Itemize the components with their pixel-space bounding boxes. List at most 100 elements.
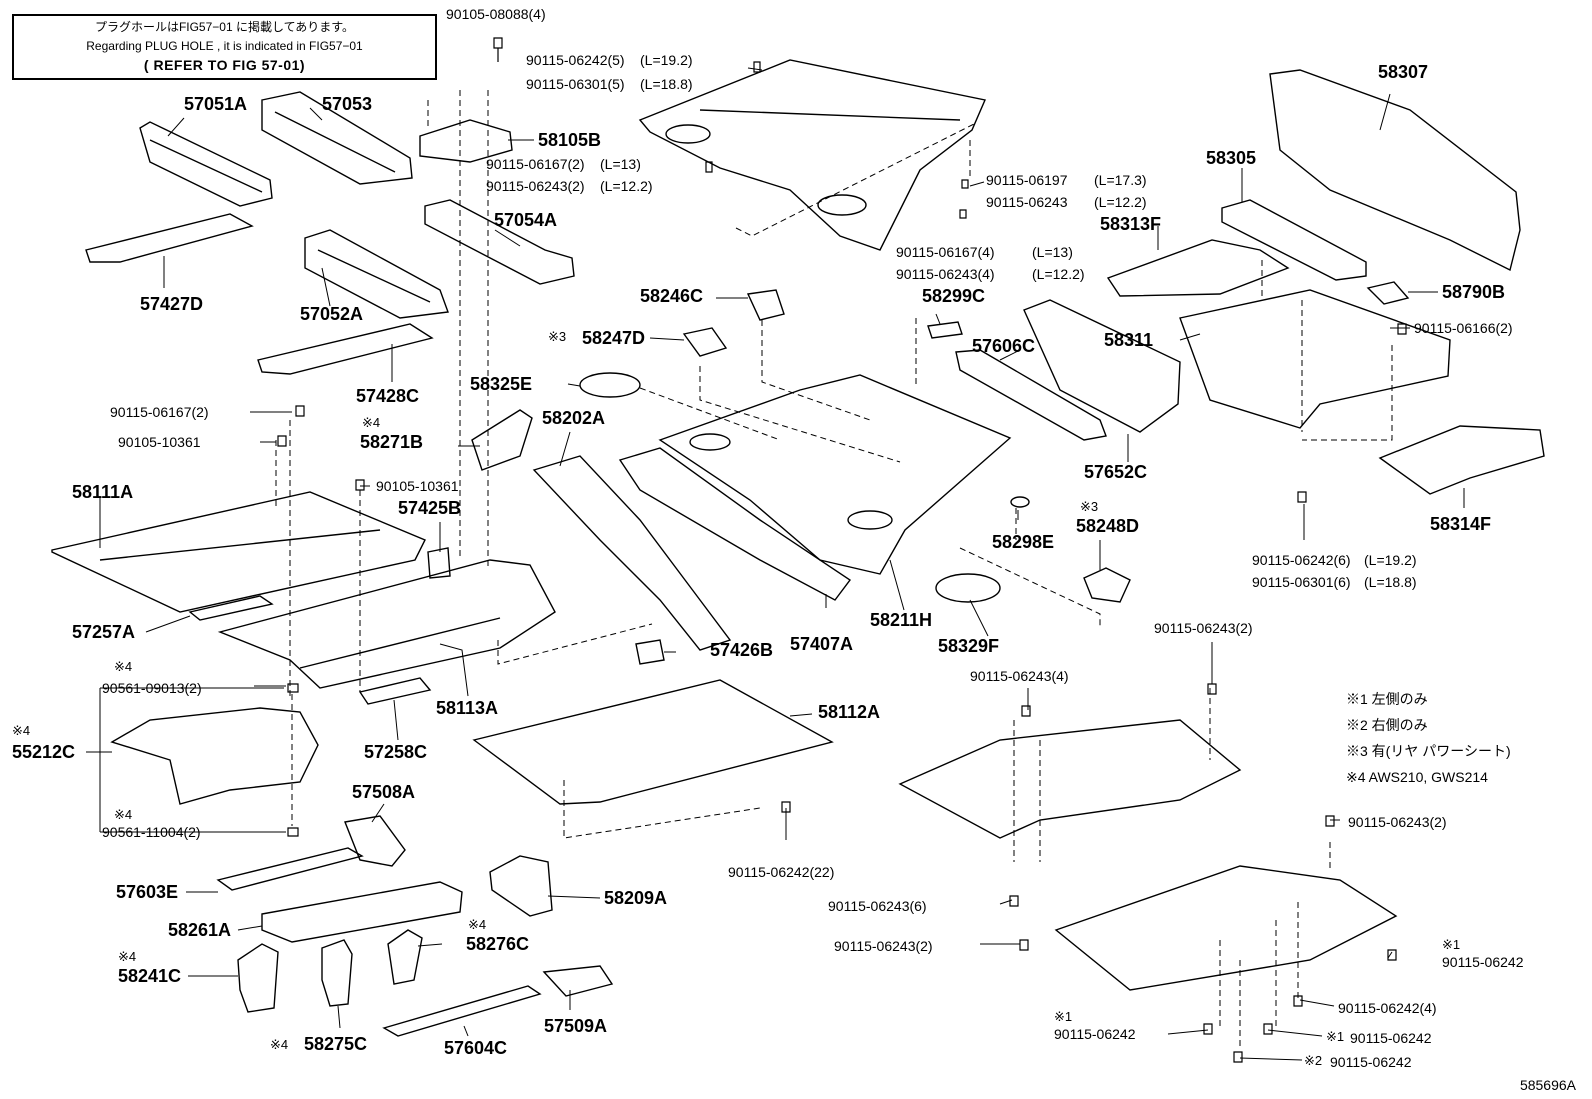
- fastener-label-f1[interactable]: 90105-08088(4): [446, 6, 546, 22]
- part-label-58299c[interactable]: 58299C: [922, 286, 986, 306]
- fastener-label-f12[interactable]: 90105-10361: [118, 434, 201, 450]
- part-label-58313f[interactable]: 58313F: [1100, 214, 1162, 234]
- fastener-label-f20[interactable]: 90115-06243(4): [970, 668, 1069, 684]
- fastener-label-f27[interactable]: 90115-06242: [1350, 1030, 1432, 1046]
- part-label-57425b[interactable]: 57425B: [398, 498, 462, 518]
- fastener-label-f22[interactable]: 90115-06243(6): [828, 898, 927, 914]
- part-58113a-shape: [217, 559, 556, 689]
- fastener-label-f14[interactable]: 90561-09013(2): [102, 680, 202, 696]
- reference-note-jp: プラグホールはFIG57−01 に掲載してあります。: [94, 20, 355, 34]
- part-label-58241c[interactable]: 58241C: [118, 966, 182, 986]
- part-57652c-shape: [1023, 299, 1181, 433]
- figure-id: 585696A: [1519, 1077, 1576, 1093]
- part-58298e-shape: [1010, 496, 1030, 508]
- part-57051a-shape: [139, 121, 273, 207]
- fastener-length-f7: (L=12.2): [1094, 194, 1147, 210]
- part-label-58329f[interactable]: 58329F: [938, 636, 1000, 656]
- part-label-58248d[interactable]: 58248D: [1076, 516, 1140, 536]
- part-label-57053[interactable]: 57053: [322, 94, 373, 114]
- part-label-58275c[interactable]: 58275C: [304, 1034, 368, 1054]
- part-label-57407a[interactable]: 57407A: [790, 634, 854, 654]
- part-57257a-shape: [188, 595, 274, 621]
- fastener-label-f21[interactable]: 90115-06243(2): [1348, 814, 1447, 830]
- part-label-57652c[interactable]: 57652C: [1084, 462, 1148, 482]
- part-label-58211h[interactable]: 58211H: [870, 610, 933, 630]
- fastener-label-f11[interactable]: 90115-06167(2): [110, 404, 209, 420]
- part-label-58209a[interactable]: 58209A: [604, 888, 668, 908]
- fastener-label-f13[interactable]: 90105-10361: [376, 478, 459, 494]
- part-label-58271b[interactable]: 58271B: [360, 432, 424, 452]
- part-label-58314f[interactable]: 58314F: [1430, 514, 1492, 534]
- part-label-57054a[interactable]: 57054A: [494, 210, 558, 230]
- mark-3-58248d: ※3: [1080, 499, 1099, 514]
- part-label-58112a[interactable]: 58112A: [818, 702, 881, 722]
- part-58248d-shape: [1083, 567, 1131, 603]
- fastener-label-f15[interactable]: 90561-11004(2): [102, 824, 201, 840]
- fastener-length-f18: (L=18.8): [1364, 574, 1417, 590]
- part-57426b-shape: [635, 639, 665, 665]
- fastener-label-f16[interactable]: 90115-06242(22): [728, 864, 835, 880]
- part-label-58247d[interactable]: 58247D: [582, 328, 646, 348]
- part-label-57051a[interactable]: 57051A: [184, 94, 248, 114]
- part-label-57426b[interactable]: 57426B: [710, 640, 774, 660]
- fastener-label-f24[interactable]: 90115-06242: [1442, 954, 1524, 970]
- part-label-58105b[interactable]: 58105B: [538, 130, 602, 150]
- part-label-58325e[interactable]: 58325E: [470, 374, 533, 394]
- fastener-label-f5[interactable]: 90115-06243(2): [486, 178, 585, 194]
- fastener-label-f17[interactable]: 90115-06242(6): [1252, 552, 1351, 568]
- fastener-label-f18[interactable]: 90115-06301(6): [1252, 574, 1351, 590]
- part-58271b-shape: [471, 409, 533, 471]
- fastener-label-f23[interactable]: 90115-06243(2): [834, 938, 933, 954]
- part-label-58113a[interactable]: 58113A: [436, 698, 499, 718]
- fastener-length-f8: (L=13): [1032, 244, 1073, 260]
- fastener-label-f9[interactable]: 90115-06243(4): [896, 266, 995, 282]
- fastener-label-f26[interactable]: 90115-06242: [1054, 1026, 1136, 1042]
- mark-1-bolt-a: ※1: [1442, 937, 1461, 952]
- part-label-58246c[interactable]: 58246C: [640, 286, 704, 306]
- part-57258c-shape: [358, 677, 432, 705]
- fastener-label-f3[interactable]: 90115-06301(5): [526, 76, 625, 92]
- fastener-length-f5: (L=12.2): [600, 178, 653, 194]
- part-label-57427d[interactable]: 57427D: [140, 294, 204, 314]
- part-label-57508a[interactable]: 57508A: [352, 782, 416, 802]
- part-57053-shape: [261, 91, 413, 185]
- part-58276c-shape: [387, 929, 423, 985]
- part-label-58202a[interactable]: 58202A: [542, 408, 606, 428]
- part-58325e-shape: [579, 372, 641, 398]
- part-label-58276c[interactable]: 58276C: [466, 934, 530, 954]
- mark-4-55212c: ※4: [12, 723, 31, 738]
- fastener-label-f28[interactable]: 90115-06242: [1330, 1054, 1412, 1070]
- fastener-label-f25[interactable]: 90115-06242(4): [1338, 1000, 1437, 1016]
- fastener-label-f19[interactable]: 90115-06243(2): [1154, 620, 1253, 636]
- part-label-57606c[interactable]: 57606C: [972, 336, 1036, 356]
- part-label-57257a[interactable]: 57257A: [72, 622, 136, 642]
- part-58329f-shape: [935, 573, 1001, 603]
- part-label-58311[interactable]: 58311: [1104, 330, 1154, 350]
- part-label-58307[interactable]: 58307: [1378, 62, 1429, 82]
- mark-3-58247d: ※3: [548, 329, 567, 344]
- part-label-57603e[interactable]: 57603E: [116, 882, 179, 902]
- fastener-label-f6[interactable]: 90115-06197: [986, 172, 1068, 188]
- part-label-57509a[interactable]: 57509A: [544, 1016, 608, 1036]
- fastener-label-f2[interactable]: 90115-06242(5): [526, 52, 625, 68]
- part-label-58111a[interactable]: 58111A: [72, 482, 134, 502]
- part-58275c-shape: [321, 939, 353, 1007]
- fastener-label-f10[interactable]: 90115-06166(2): [1414, 320, 1513, 336]
- part-upper-floor-shape: [638, 59, 986, 251]
- part-label-58790b[interactable]: 58790B: [1442, 282, 1506, 302]
- part-label-58261a[interactable]: 58261A: [168, 920, 232, 940]
- fastener-label-f8[interactable]: 90115-06167(4): [896, 244, 995, 260]
- part-label-57604c[interactable]: 57604C: [444, 1038, 508, 1058]
- part-label-57258c[interactable]: 57258C: [364, 742, 428, 762]
- part-label-58298e[interactable]: 58298E: [992, 532, 1055, 552]
- fastener-label-f4[interactable]: 90115-06167(2): [486, 156, 585, 172]
- part-label-58305[interactable]: 58305: [1206, 148, 1257, 168]
- legend: ※1 左側のみ ※2 右側のみ ※3 有(リヤ パワーシート) ※4 AWS21…: [1346, 686, 1511, 790]
- fastener-label-f7[interactable]: 90115-06243: [986, 194, 1068, 210]
- fastener-length-f2: (L=19.2): [640, 52, 693, 68]
- part-label-57052a[interactable]: 57052A: [300, 304, 364, 324]
- legend-item-3: ※3 有(リヤ パワーシート): [1346, 743, 1511, 759]
- mark-4-90561-09013: ※4: [114, 659, 133, 674]
- part-label-57428c[interactable]: 57428C: [356, 386, 420, 406]
- part-label-55212c[interactable]: 55212C: [12, 742, 76, 762]
